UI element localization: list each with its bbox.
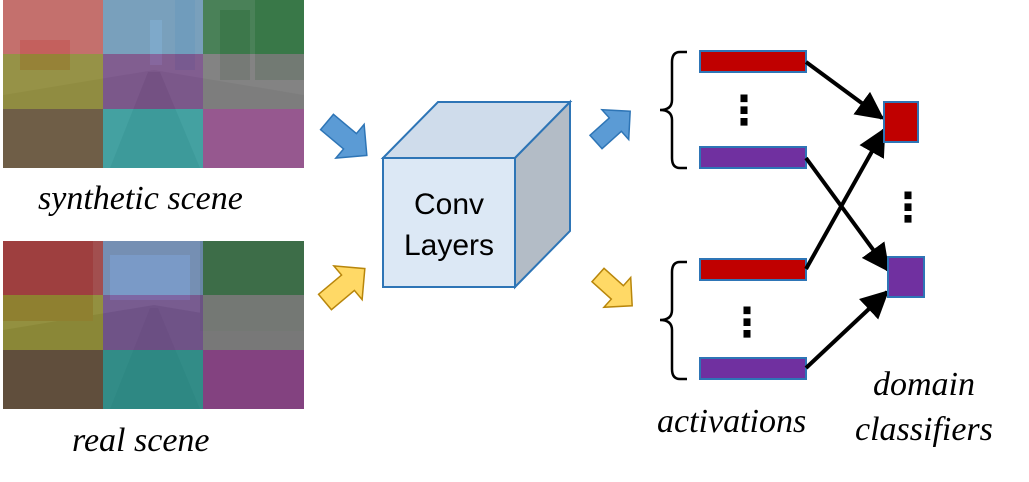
activations-caption: activations — [657, 403, 807, 440]
bracket-top — [659, 50, 687, 170]
connection-arrows — [804, 60, 890, 370]
real-scene-image — [3, 241, 304, 409]
conv-label-line1: Conv — [414, 188, 484, 221]
real-overlay-cell-2-1 — [103, 350, 203, 409]
real-overlay-cell-2-0 — [3, 350, 103, 409]
activation-arrow-bottom — [590, 267, 633, 309]
synthetic-scene-caption: synthetic scene — [38, 180, 243, 217]
real-overlay-cell-1-1 — [103, 295, 203, 350]
synthetic-overlay-cell-0-0 — [3, 0, 103, 54]
bracket-bottom — [659, 260, 687, 381]
synthetic-overlay-cell-2-1 — [103, 109, 203, 168]
classifier-ellipsis: ⋮ — [888, 185, 928, 231]
classifier-purple — [887, 256, 925, 298]
activation-bar-red-top — [699, 50, 807, 73]
real-overlay-cell-1-2 — [203, 295, 304, 350]
conv-label-line2: Layers — [404, 229, 494, 262]
connection-purple-top-to-purple — [804, 156, 890, 273]
conv-layers-cube: Conv Layers — [380, 99, 573, 290]
activation-bar-purple-top — [699, 146, 807, 169]
synthetic-scene-image — [3, 0, 304, 168]
synthetic-overlay-cell-0-1 — [103, 0, 203, 54]
connection-red-bottom-to-red — [804, 127, 886, 270]
activation-ellipsis-bottom: ⋮ — [727, 300, 767, 346]
real-overlay-cell-0-2 — [203, 241, 304, 295]
real-scene-caption: real scene — [72, 422, 210, 459]
connection-red-top-to-red — [804, 60, 885, 120]
real-arrow — [317, 264, 366, 311]
domain-caption-line1: domain — [873, 366, 975, 403]
activation-group-top: ⋮ — [659, 50, 807, 170]
real-overlay-cell-1-0 — [3, 295, 103, 350]
synthetic-overlay-cell-1-0 — [3, 54, 103, 109]
connection-purple-bottom-to-purple — [804, 290, 890, 370]
real-overlay-cell-0-1 — [103, 241, 203, 295]
domain-caption-line2: classifiers — [855, 411, 993, 448]
synthetic-overlay-cell-0-2 — [203, 0, 304, 54]
domain-classifiers: ⋮ — [883, 101, 928, 298]
synthetic-overlay-cell-2-0 — [3, 109, 103, 168]
synthetic-overlay-cell-1-1 — [103, 54, 203, 109]
classifier-red — [883, 101, 919, 143]
activation-bar-red-bottom — [699, 258, 807, 281]
synthetic-overlay-cell-2-2 — [203, 109, 304, 168]
activation-group-bottom: ⋮ — [659, 258, 807, 381]
real-overlay-cell-2-2 — [203, 350, 304, 409]
real-overlay-cell-0-0 — [3, 241, 103, 295]
synthetic-overlay-cell-1-2 — [203, 54, 304, 109]
activation-ellipsis-top: ⋮ — [724, 88, 764, 134]
synthetic-arrow — [319, 113, 368, 160]
activation-arrow-top — [588, 108, 631, 150]
activation-bar-purple-bottom — [699, 357, 807, 380]
